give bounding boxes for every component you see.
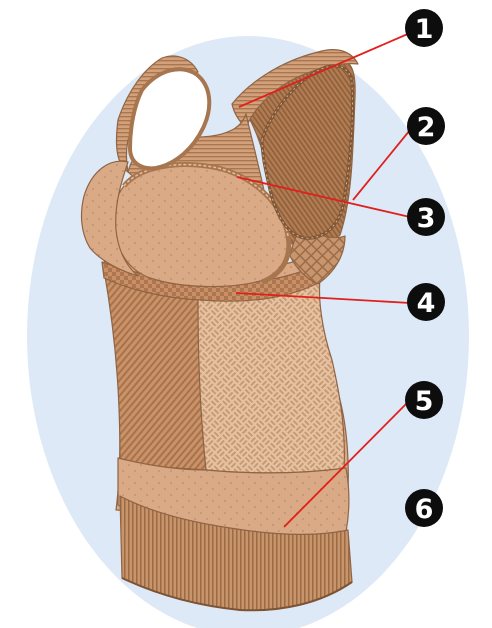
callout-4-label: 4 — [417, 288, 436, 319]
callout-3-label: 3 — [417, 203, 436, 234]
callout-2-label: 2 — [417, 112, 436, 143]
callout-6: 6 — [405, 489, 443, 527]
callout-6-label: 6 — [415, 494, 434, 525]
callout-2: 2 — [407, 107, 445, 145]
callout-4: 4 — [407, 283, 445, 321]
callout-5-label: 5 — [415, 386, 434, 417]
callout-3: 3 — [407, 198, 445, 236]
callout-5: 5 — [405, 381, 443, 419]
callout-1-label: 1 — [415, 14, 434, 45]
callout-1: 1 — [405, 9, 443, 47]
